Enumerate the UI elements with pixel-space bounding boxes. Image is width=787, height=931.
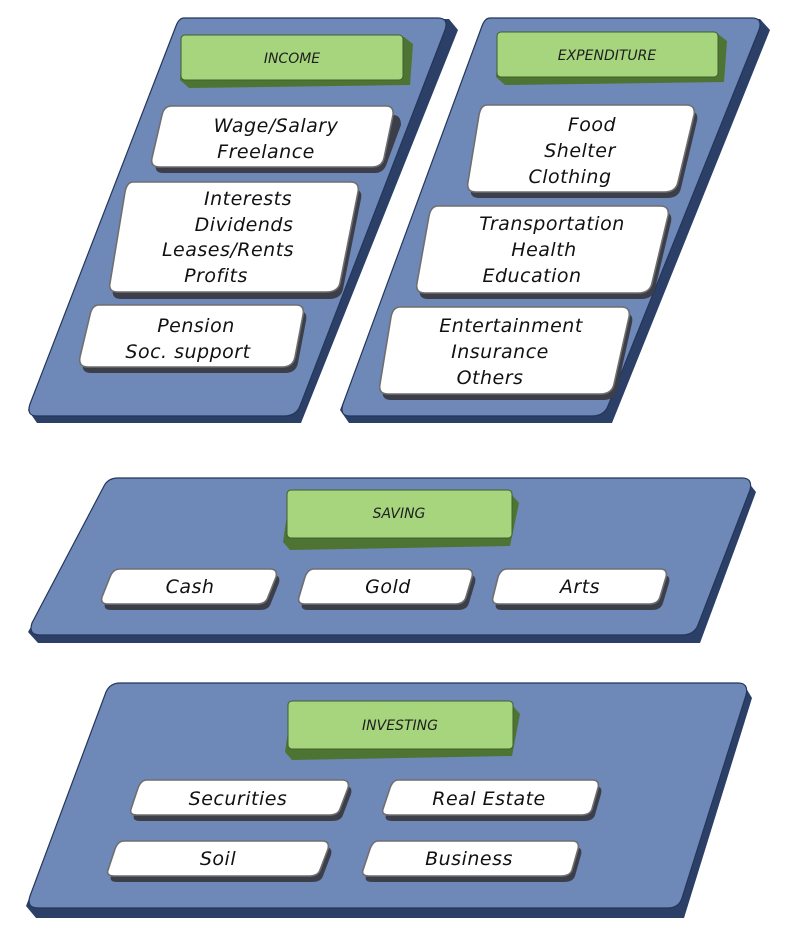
expenditure-box-1-shape — [466, 104, 696, 193]
saving-header: SAVING — [283, 489, 519, 550]
saving-item-gold-shape — [297, 568, 474, 605]
saving-title: SAVING — [373, 506, 426, 522]
investing-header-top — [287, 700, 514, 750]
income-item-wage-salary: Wage/Salary — [214, 115, 339, 137]
investing-item-securities-shape — [129, 779, 350, 816]
expenditure-title: EXPENDITURE — [558, 48, 657, 64]
expenditure-item-health: Health — [511, 239, 576, 261]
investing-item-securities-box: Securities — [129, 779, 352, 821]
investing-item-real-estate-shape — [381, 779, 600, 816]
investing-item-soil-box: Soil — [106, 840, 332, 882]
expenditure-header: EXPENDITURE — [496, 31, 727, 85]
expenditure-item-clothing: Clothing — [528, 166, 611, 188]
income-item-interests: Interests — [204, 188, 292, 210]
investing-item-soil-shape — [106, 840, 330, 877]
saving-item-gold-box: Gold — [297, 568, 476, 610]
income-header: INCOME — [180, 34, 413, 88]
investing-title: INVESTING — [362, 718, 438, 734]
saving-item-cash-shape — [100, 568, 278, 605]
expenditure-item-entertainment: Entertainment — [439, 315, 584, 337]
saving-item-gold: Gold — [365, 576, 411, 598]
saving-item-arts: Arts — [558, 576, 600, 598]
investing-header: INVESTING — [285, 700, 520, 760]
investing-item-business: Business — [425, 848, 513, 870]
expenditure-box-1: Food Shelter Clothing — [466, 104, 698, 198]
expenditure-box-3-shape — [378, 306, 631, 395]
income-item-dividends: Dividends — [195, 214, 294, 236]
saving-item-arts-shape — [491, 568, 668, 605]
income-box-2-shape — [108, 181, 360, 293]
income-item-freelance: Freelance — [217, 141, 315, 163]
income-box-2: Interests Dividends Leases/Rents Profits — [108, 181, 362, 299]
income-item-profits: Profits — [184, 265, 248, 287]
investing-panel: INVESTING Securities Real Estate Soil Bu… — [26, 682, 752, 918]
investing-item-business-box: Business — [361, 840, 582, 882]
expenditure-header-top — [496, 31, 719, 78]
expenditure-box-3: Entertainment Insurance Others — [378, 306, 633, 400]
expenditure-item-insurance: Insurance — [451, 341, 549, 363]
investing-item-soil: Soil — [200, 848, 236, 870]
investing-item-securities: Securities — [189, 788, 288, 810]
expenditure-item-shelter: Shelter — [544, 140, 616, 162]
income-item-pension: Pension — [157, 315, 235, 337]
investing-item-business-shape — [361, 840, 580, 877]
income-box-3-shape — [78, 304, 305, 368]
income-box-1-shape — [150, 105, 394, 168]
expenditure-item-others: Others — [457, 367, 524, 389]
saving-item-arts-box: Arts — [491, 568, 670, 610]
expenditure-item-transportation: Transportation — [479, 213, 625, 235]
expenditure-item-food: Food — [568, 114, 617, 136]
expenditure-panel: EXPENDITURE Food Shelter Clothing Transp… — [340, 17, 770, 423]
expenditure-box-2: Transportation Health Education — [415, 205, 672, 299]
saving-item-cash: Cash — [166, 576, 215, 598]
income-item-leases-rents: Leases/Rents — [162, 239, 294, 261]
expenditure-box-2-shape — [415, 205, 670, 294]
income-box-3: Pension Soc. support — [78, 304, 307, 373]
investing-item-real-estate-box: Real Estate — [381, 779, 602, 821]
investing-item-real-estate: Real Estate — [432, 788, 546, 810]
saving-item-cash-box: Cash — [100, 568, 280, 610]
saving-header-top — [286, 489, 513, 539]
expenditure-item-education: Education — [482, 265, 581, 287]
income-item-soc-support: Soc. support — [125, 341, 251, 363]
income-panel: INCOME Wage/Salary Freelance Interests D… — [28, 17, 458, 423]
saving-panel: SAVING Cash Gold Arts — [28, 477, 756, 643]
income-title: INCOME — [264, 51, 320, 67]
income-box-1: Wage/Salary Freelance — [150, 105, 401, 173]
income-header-top — [180, 34, 404, 81]
